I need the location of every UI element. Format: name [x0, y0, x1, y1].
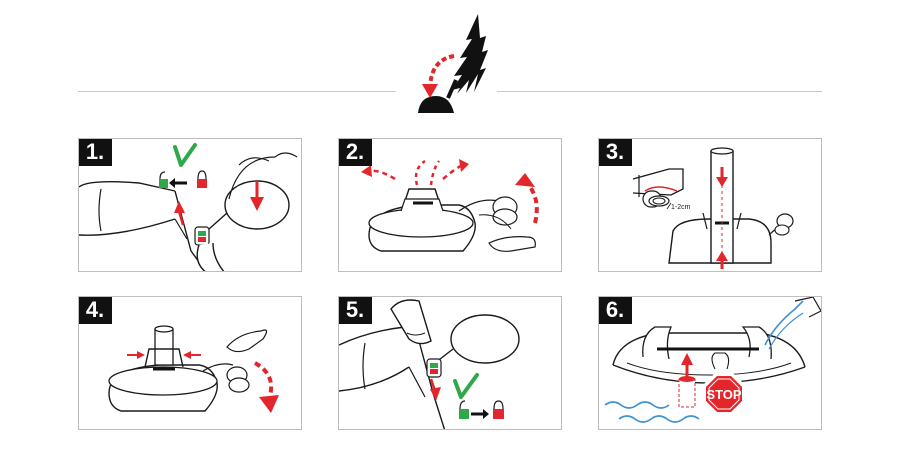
dimension-label: 1-2cm: [671, 204, 691, 211]
step-2-illustration: [361, 159, 539, 252]
step-4-panel: 4.: [78, 296, 302, 430]
step-4-illustration: [108, 325, 279, 413]
step-number-badge: 1.: [79, 139, 112, 166]
step-3-illustration: 1-2cm: [632, 147, 794, 269]
step-number-badge: 4.: [79, 297, 112, 324]
step-1-illustration: [79, 143, 298, 271]
step-6-panel: STOP 6.: [598, 296, 822, 430]
divider-left: [78, 91, 396, 92]
divider-right: [497, 91, 822, 92]
step-6-illustration: STOP: [604, 297, 821, 423]
step-number-badge: 5.: [339, 297, 372, 324]
step-2-panel: 2.: [338, 138, 562, 272]
stop-sign-text: STOP: [706, 387, 741, 402]
tree-in-stand-icon: [418, 14, 488, 113]
step-5-illustration: [339, 299, 520, 429]
step-3-panel: 1-2cm 3.: [598, 138, 822, 272]
step-number-badge: 6.: [599, 297, 632, 324]
step-number-badge: 3.: [599, 139, 632, 166]
step-number-badge: 2.: [339, 139, 372, 166]
stop-sign-icon: STOP: [703, 373, 745, 415]
step-5-panel: 5.: [338, 296, 562, 430]
step-1-panel: 1.: [78, 138, 302, 272]
